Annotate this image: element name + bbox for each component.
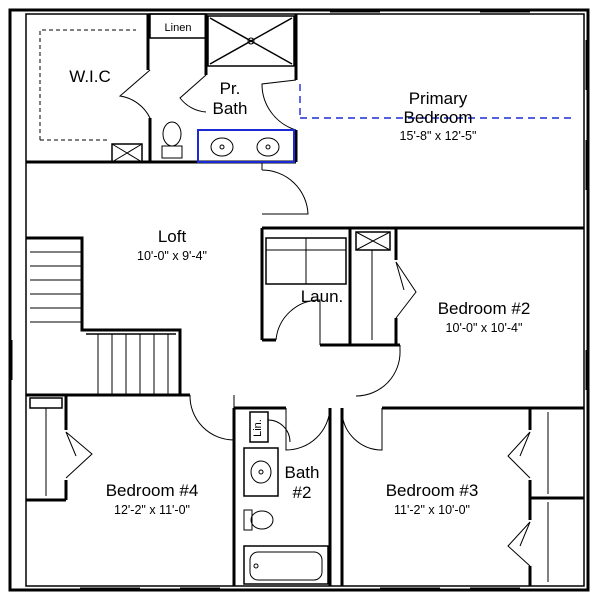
primary-bedroom-dims: 15'-8" x 12'-5" — [400, 129, 477, 143]
bedroom3-label: Bedroom #3 — [386, 481, 479, 500]
primary-bedroom-label-line2: Bedroom — [404, 108, 473, 127]
laundry-label: Laun. — [301, 287, 344, 306]
loft-dims: 10'-0" x 9'-4" — [137, 249, 207, 263]
primary-doors — [118, 69, 309, 215]
bedroom4-label: Bedroom #4 — [106, 481, 199, 500]
wic-label: W.I.C — [69, 67, 111, 86]
bedroom2-label: Bedroom #2 — [438, 299, 531, 318]
primary-bath-label-line1: Pr. — [220, 79, 241, 98]
primary-suite-walls — [26, 13, 298, 164]
bedroom2-dims: 10'-0" x 10'-4" — [446, 321, 523, 335]
stairs — [26, 236, 182, 395]
loft-label: Loft — [158, 227, 187, 246]
bath2-label-line1: Bath — [285, 463, 320, 482]
bath2-linen-label: Lin. — [252, 419, 264, 437]
middle-walls — [260, 226, 584, 410]
primary-bath-fixtures — [111, 121, 295, 163]
exterior-walls — [8, 8, 590, 592]
bedroom4-dims: 12'-2" x 11'-0" — [114, 503, 190, 517]
bath2-label-line2: #2 — [293, 483, 312, 502]
primary-bedroom-label-line1: Primary — [409, 89, 468, 108]
primary-bath-label-line2: Bath — [213, 99, 248, 118]
room-labels: W.I.C Linen Pr. Bath Primary Bedroom 15'… — [69, 22, 530, 517]
bedroom3-dims: 11'-2" x 10'-0" — [394, 503, 470, 517]
lower-walls — [26, 393, 584, 586]
linen-label: Linen — [165, 22, 192, 34]
windows — [11, 11, 587, 589]
